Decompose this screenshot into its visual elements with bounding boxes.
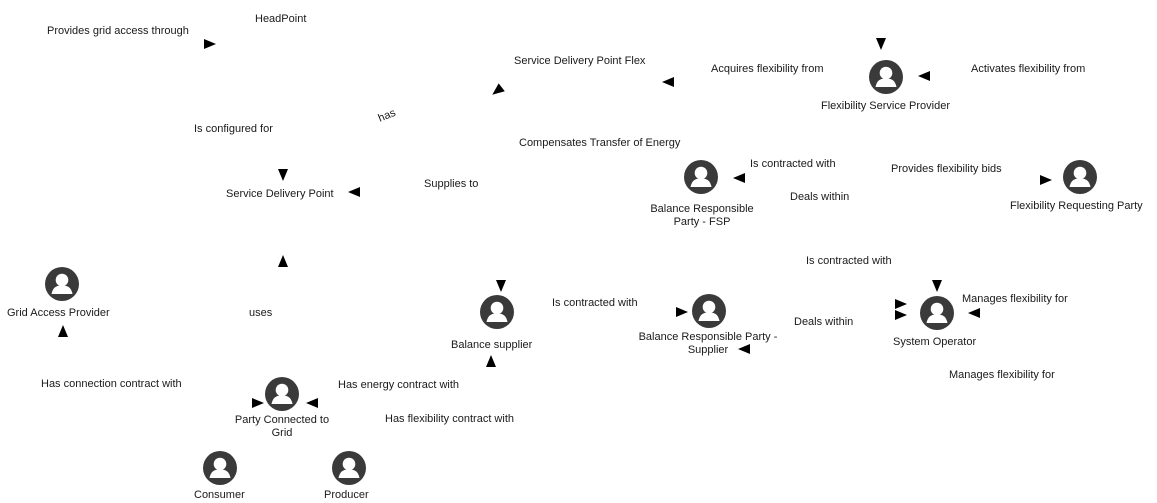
rel-manages-flexibility-2: Manages flexibility for <box>949 369 1055 381</box>
node-grid-access-provider: Grid Access Provider <box>7 307 110 319</box>
node-brp-supplier-line1: Balance Responsible Party - <box>638 331 778 343</box>
producer-icon <box>332 451 366 485</box>
rel-uses: uses <box>249 307 273 319</box>
node-flexibility-service-provider: Flexibility Service Provider <box>821 100 950 112</box>
rel-deals-within-1: Deals within <box>790 191 850 203</box>
rel-provides-flexibility-bids: Provides flexibility bids <box>891 163 1002 175</box>
rel-deals-within-2: Deals within <box>794 316 854 328</box>
node-brp-fsp-line1: Balance Responsible <box>650 203 754 215</box>
node-pcg-line2: Grid <box>271 427 293 439</box>
arrowhead-right-icon <box>676 307 688 317</box>
rel-is-contracted-with-3: Is contracted with <box>552 297 638 309</box>
rel-activates-flexibility: Activates flexibility from <box>971 63 1086 75</box>
node-balance-supplier: Balance supplier <box>451 339 533 351</box>
node-system-operator: System Operator <box>893 336 977 348</box>
node-service-delivery-point-flex: Service Delivery Point Flex <box>514 55 646 67</box>
arrowhead-down-icon <box>496 280 506 292</box>
flexibility-service-provider-icon <box>869 60 903 94</box>
rel-has: has <box>376 106 398 125</box>
rel-compensates-transfer: Compensates Transfer of Energy <box>519 137 681 149</box>
balance-supplier-icon <box>480 295 514 329</box>
arrowhead-left-icon <box>348 187 360 197</box>
node-brp-supplier-line2: Supplier <box>687 344 729 356</box>
rel-provides-grid-access: Provides grid access through <box>47 25 189 37</box>
node-consumer: Consumer <box>194 489 245 501</box>
arrowhead-left-icon <box>733 173 745 183</box>
rel-supplies-to: Supplies to <box>424 178 479 190</box>
node-service-delivery-point: Service Delivery Point <box>226 188 334 200</box>
node-producer: Producer <box>324 489 369 501</box>
arrowhead-right-icon <box>1040 175 1052 185</box>
arrowhead-right-icon <box>204 39 216 49</box>
rel-is-contracted-with-2: Is contracted with <box>806 255 892 267</box>
rel-has-connection-contract: Has connection contract with <box>41 378 182 390</box>
consumer-icon <box>203 451 237 485</box>
arrowhead-down-icon <box>876 38 886 50</box>
node-brp-supplier: Balance Responsible Party - Supplier <box>628 331 788 357</box>
system-operator-icon <box>920 296 954 330</box>
node-party-connected-to-grid: Party Connected to Grid <box>222 414 342 440</box>
arrowhead-left-icon <box>306 398 318 408</box>
rel-is-contracted-with-1: Is contracted with <box>750 158 836 170</box>
node-flexibility-requesting-party: Flexibility Requesting Party <box>1010 200 1143 212</box>
grid-access-provider-icon <box>45 267 79 301</box>
arrowhead-down-icon <box>278 169 288 181</box>
node-brp-fsp-line2: Party - FSP <box>673 216 731 228</box>
party-connected-to-grid-icon <box>265 377 299 411</box>
rel-is-configured-for: Is configured for <box>194 123 273 135</box>
arrowhead-left-icon <box>918 71 930 81</box>
arrowhead-right-icon <box>895 299 907 309</box>
brp-fsp-icon <box>684 160 718 194</box>
arrowhead-left-icon <box>738 344 750 354</box>
arrowhead-up-icon <box>58 325 68 337</box>
rel-has-energy-contract: Has energy contract with <box>338 379 460 391</box>
flexibility-requesting-party-icon <box>1063 160 1097 194</box>
rel-manages-flexibility-1: Manages flexibility for <box>962 293 1068 305</box>
arrowhead-diagonal-icon <box>489 83 505 99</box>
rel-has-flexibility-contract: Has flexibility contract with <box>385 413 514 425</box>
arrowhead-left-icon <box>968 308 980 318</box>
node-headpoint: HeadPoint <box>255 13 307 25</box>
node-brp-fsp: Balance Responsible Party - FSP <box>642 203 762 229</box>
arrowhead-right-icon <box>895 310 907 320</box>
arrowhead-down-icon <box>932 280 942 292</box>
arrowhead-left-icon <box>662 77 674 87</box>
arrowhead-up-icon <box>486 355 496 367</box>
node-pcg-line1: Party Connected to <box>234 414 330 426</box>
rel-acquires-flexibility: Acquires flexibility from <box>711 63 824 75</box>
arrowhead-right-icon <box>252 398 264 408</box>
brp-supplier-icon <box>692 294 726 328</box>
arrowhead-up-icon <box>278 255 288 267</box>
